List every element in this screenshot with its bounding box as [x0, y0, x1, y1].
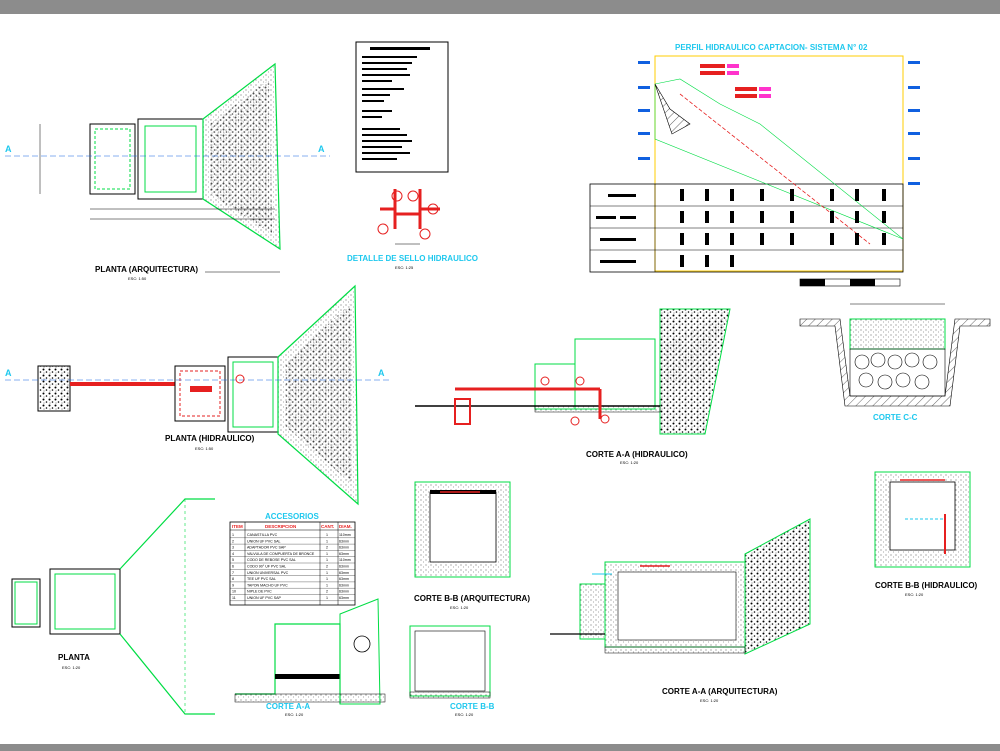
title-detalle-sello: DETALLE DE SELLO HIDRAULICO [347, 254, 478, 263]
table-cell: 63mm [339, 546, 349, 550]
table-cell: 110mm [339, 533, 351, 537]
perfil-hidraulico: PERFIL HIDRAULICO CAPTACION- SISTEMA N° … [589, 43, 920, 287]
table-cell: 9 [232, 583, 234, 587]
table-cell: 6 [232, 565, 234, 569]
corte-aa-small: CORTE A-A ESC: 1:20 [234, 598, 386, 717]
svg-text:A: A [5, 368, 12, 378]
table-cell: 63mm [339, 539, 349, 543]
svg-text:ESC: 1:20: ESC: 1:20 [700, 698, 719, 703]
table-cell: 10 [232, 590, 236, 594]
svg-text:ESC: 1:50: ESC: 1:50 [195, 446, 214, 451]
table-cell: TEE UF PVC SAL [247, 577, 276, 581]
table-cell: 2 [326, 565, 328, 569]
table-cell: 2 [232, 539, 234, 543]
svg-text:ESC: 1:20: ESC: 1:20 [62, 665, 81, 670]
title-corte-bb: CORTE B-B [450, 702, 495, 711]
table-cell: 1 [326, 552, 328, 556]
svg-text:DIAM.: DIAM. [339, 524, 352, 529]
title-corte-aa-hidraulico: CORTE A-A (HIDRAULICO) [586, 450, 688, 459]
table-cell: 8 [232, 577, 234, 581]
table-cell: 2 [326, 546, 328, 550]
svg-text:A: A [378, 368, 385, 378]
table-cell: 1 [326, 583, 328, 587]
corte-bb-small: CORTE B-B ESC: 1:20 [409, 625, 495, 717]
table-cell: 1 [326, 571, 328, 575]
title-corte-aa-arquitectura: CORTE A-A (ARQUITECTURA) [662, 687, 778, 696]
table-cell: 110mm [339, 558, 351, 562]
title-perfil: PERFIL HIDRAULICO CAPTACION- SISTEMA N° … [675, 43, 868, 52]
table-cell: 63mm [339, 571, 349, 575]
corte-aa-arquitectura: CORTE A-A (ARQUITECTURA) ESC: 1:20 [550, 518, 811, 703]
title-corte-bb-hidraulico: CORTE B-B (HIDRAULICO) [875, 581, 978, 590]
table-cell: 1 [232, 533, 234, 537]
cad-drawing: A A PLANTA (ARQUITECTURA) ESC: 1:50 [5, 41, 991, 717]
corte-cc: CORTE C-C [799, 303, 991, 422]
svg-text:ITEM: ITEM [232, 524, 243, 529]
title-corte-cc: CORTE C-C [873, 413, 918, 422]
svg-text:A: A [318, 144, 325, 154]
title-planta-hidraulico: PLANTA (HIDRAULICO) [165, 434, 255, 443]
table-cell: VALVULA DE COMPUERTA DE BRONCE [247, 552, 315, 556]
table-cell: UNION UF PVC SAP [247, 596, 282, 600]
corte-bb-arquitectura: CORTE B-B (ARQUITECTURA) ESC: 1:20 [414, 481, 530, 610]
notes-block [355, 41, 449, 173]
table-cell: 63mm [339, 552, 349, 556]
table-cell: ADAPTADOR PVC SAP [247, 546, 286, 550]
table-cell: 11 [232, 596, 236, 600]
title-planta-arquitectura: PLANTA (ARQUITECTURA) [95, 265, 198, 274]
title-accesorios: ACCESORIOS [265, 512, 319, 521]
planta-hidraulico: A A PLANTA (HIDRAULICO) ESC: 1:50 [5, 284, 390, 506]
bottom-bar [0, 744, 1000, 751]
svg-text:ESC: 1:20: ESC: 1:20 [450, 605, 469, 610]
title-corte-aa: CORTE A-A [266, 702, 310, 711]
svg-text:ESC: 1:20: ESC: 1:20 [905, 592, 924, 597]
table-cell: 1 [326, 539, 328, 543]
svg-text:ESC: 1:20: ESC: 1:20 [620, 460, 639, 465]
table-cell: CODO DE REBOSE PVC SAL [247, 558, 296, 562]
svg-text:ESC: 1:50: ESC: 1:50 [128, 276, 147, 281]
svg-text:CANT.: CANT. [321, 524, 334, 529]
table-cell: 1 [326, 577, 328, 581]
svg-text:A: A [5, 144, 12, 154]
planta-arquitectura: A A PLANTA (ARQUITECTURA) ESC: 1:50 [5, 62, 330, 281]
drawing-sheet: A A PLANTA (ARQUITECTURA) ESC: 1:50 [0, 14, 1000, 744]
svg-text:ESC: 1:20: ESC: 1:20 [455, 712, 474, 717]
table-cell: 63mm [339, 596, 349, 600]
table-cell: TAPON MACHO UF PVC [247, 583, 288, 587]
table-cell: 63mm [339, 565, 349, 569]
table-cell: 63mm [339, 583, 349, 587]
table-cell: 4 [232, 552, 234, 556]
detalle-sello: DETALLE DE SELLO HIDRAULICO ESC: 1:25 [347, 189, 478, 270]
table-cell: 5 [232, 558, 234, 562]
table-cell: 3 [232, 546, 234, 550]
svg-text:ESC: 1:20: ESC: 1:20 [285, 712, 304, 717]
table-cell: 2 [326, 590, 328, 594]
table-cell: CANASTILLA PVC [247, 533, 278, 537]
svg-text:ESC: 1:25: ESC: 1:25 [395, 265, 414, 270]
planta-estructura: PLANTA ESC: 1:20 [11, 498, 215, 715]
title-planta: PLANTA [58, 653, 90, 662]
accesorios-rows: 1 CANASTILLA PVC 1 110mm 2 UNION UF PVC SAL 1 6… [230, 533, 355, 601]
table-cell: 63mm [339, 590, 349, 594]
corte-aa-hidraulico: CORTE A-A (HIDRAULICO) ESC: 1:20 [415, 308, 731, 465]
table-cell: 7 [232, 571, 234, 575]
corte-bb-hidraulico: CORTE B-B (HIDRAULICO) ESC: 1:20 [874, 471, 978, 597]
accesorios-table: ACCESORIOS ITEM DESCRIPCION CANT. DIAM. … [229, 512, 356, 606]
title-corte-bb-arquitectura: CORTE B-B (ARQUITECTURA) [414, 594, 530, 603]
top-bar [0, 0, 1000, 14]
table-cell: NIPLE DE PVC [247, 590, 272, 594]
table-cell: UNION UF PVC SAL [247, 539, 281, 543]
svg-text:DESCRIPCION: DESCRIPCION [265, 524, 296, 529]
table-cell: UNION UNIVERSAL PVC [247, 571, 289, 575]
table-cell: 1 [326, 596, 328, 600]
table-cell: 1 [326, 533, 328, 537]
table-cell: 1 [326, 558, 328, 562]
table-cell: CODO 90° UF PVC SAL [247, 565, 286, 569]
table-cell: 63mm [339, 577, 349, 581]
